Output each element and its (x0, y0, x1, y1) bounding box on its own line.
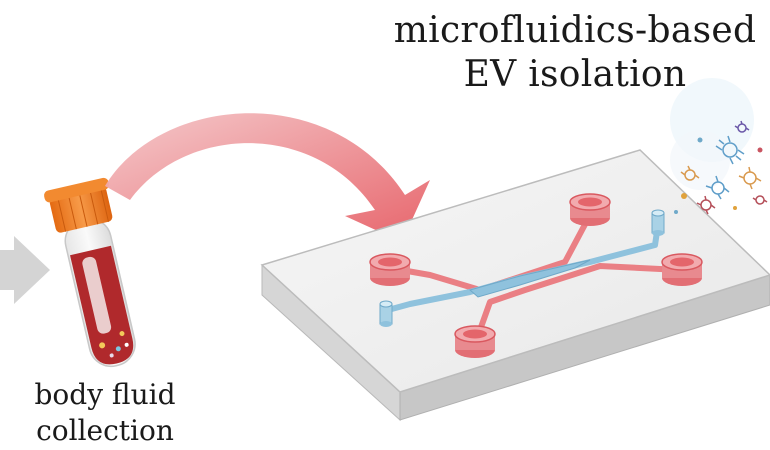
microfluidic-chip (260, 149, 770, 422)
port-blue-right (651, 209, 665, 236)
reservoir-top (569, 193, 611, 226)
diagram-title-line-2: EV isolation (463, 54, 687, 95)
reservoir-inlet (369, 253, 411, 286)
tube-caption-line-2: collection (36, 414, 174, 447)
ev-particles (670, 78, 768, 215)
incoming-arrow (0, 236, 50, 304)
reservoir-bottom (454, 325, 496, 358)
transfer-arrow (105, 113, 430, 242)
port-blue-left (379, 300, 393, 327)
diagram-title-line-1: microfluidics-based (393, 10, 757, 51)
tube-caption-line-1: body fluid (34, 378, 176, 411)
blood-tube (44, 177, 136, 368)
reservoir-right (661, 253, 703, 286)
